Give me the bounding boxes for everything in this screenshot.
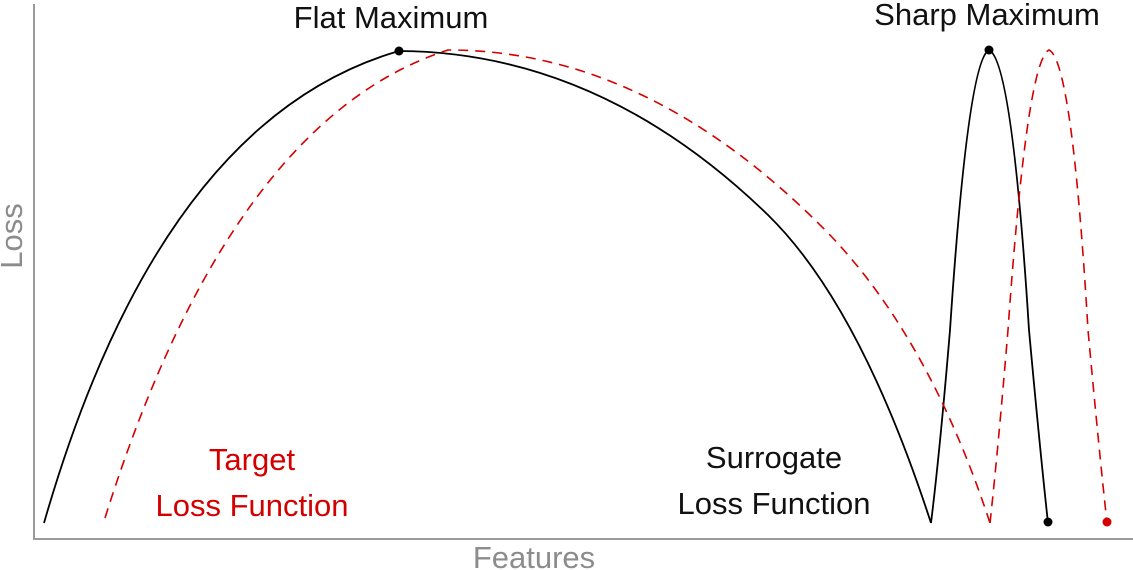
surrogate-label-line2: Loss Function (678, 486, 871, 521)
target-curve-flat-region (104, 49, 991, 524)
target-end-point (1102, 517, 1112, 527)
x-axis-label: Features (473, 540, 595, 570)
flat-maximum-point (394, 46, 404, 56)
sharp-maximum-label: Sharp Maximum (874, 0, 1100, 32)
surrogate-label-line1: Surrogate (706, 440, 842, 475)
target-curve-sharp-region (989, 49, 1108, 524)
surrogate-curve-flat-region (43, 50, 932, 524)
y-axis-label: Loss (0, 203, 29, 268)
surrogate-end-point (1043, 517, 1053, 527)
target-label-line2: Loss Function (156, 488, 349, 523)
flat-maximum-label: Flat Maximum (294, 0, 489, 35)
surrogate-curve-sharp-region (930, 49, 1049, 524)
sharp-maximum-point (984, 45, 994, 55)
target-label-line1: Target (209, 442, 296, 477)
